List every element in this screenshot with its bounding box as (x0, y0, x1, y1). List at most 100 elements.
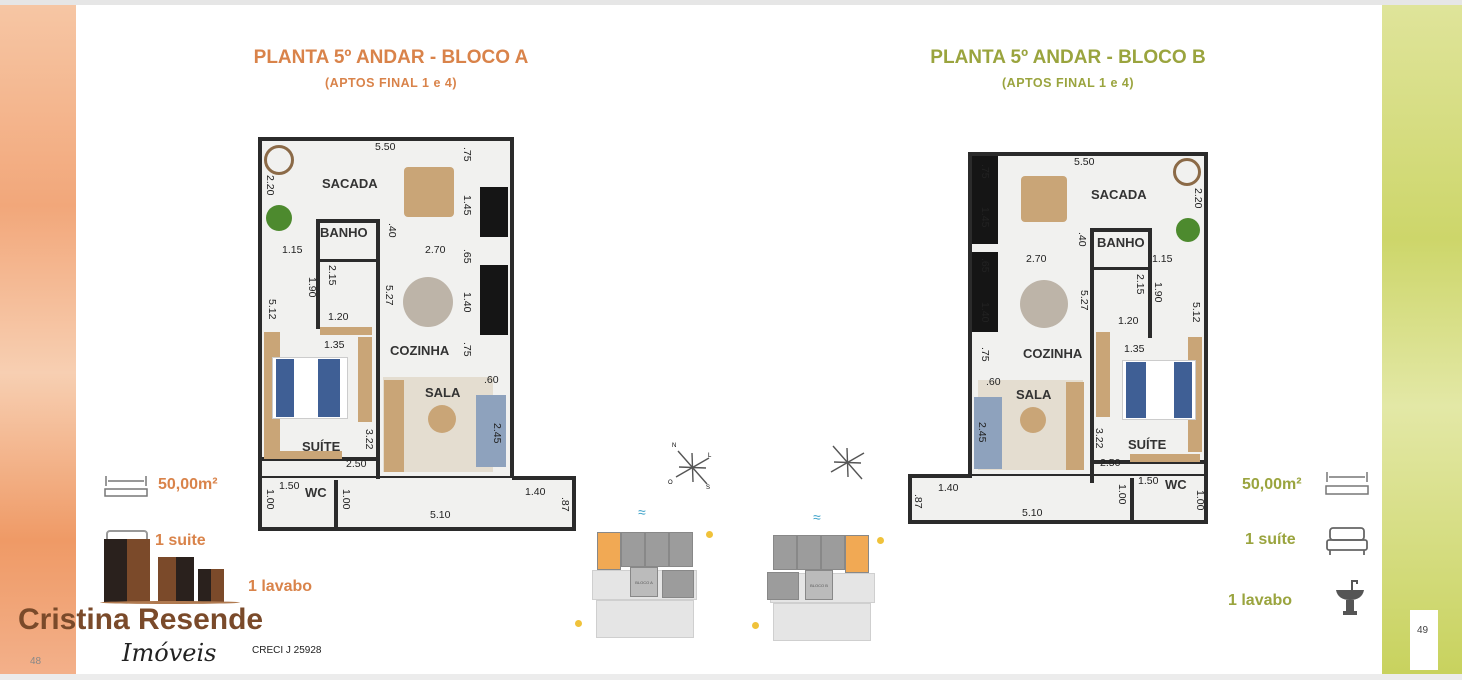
compass-n: N (672, 443, 677, 449)
dim: .40 (1076, 232, 1088, 247)
dim: .75 (979, 164, 991, 179)
dim: 2.20 (1192, 188, 1204, 209)
ruler-icon (1325, 470, 1369, 496)
compass-s: S (706, 485, 711, 491)
dim: .75 (461, 147, 473, 162)
compass-icon: N L O S (668, 443, 715, 491)
room-sala: SALA (1016, 387, 1052, 402)
logo-name: Cristina Resende (18, 603, 264, 636)
dim: 1.45 (461, 195, 473, 216)
room-wc: WC (1165, 477, 1187, 492)
dim: 1.45 (979, 207, 991, 228)
compass-o: O (668, 480, 673, 486)
dim: 5.27 (1078, 290, 1090, 311)
dim: 1.40 (938, 482, 959, 494)
sun-icon (877, 537, 884, 544)
room-wc: WC (305, 485, 327, 500)
logo-tagline: Imóveis (122, 639, 217, 667)
dim: 1.00 (340, 489, 352, 510)
dim: 2.50 (346, 458, 367, 470)
right-subtitle: (APTOS FINAL 1 e 4) (1002, 76, 1134, 90)
right-title: PLANTA 5º ANDAR - BLOCO B (930, 47, 1206, 68)
floor-plan-bloco-b: SACADA BANHO COZINHA SALA SUÍTE WC 5.50 … (908, 152, 1210, 524)
room-banho: BANHO (320, 225, 368, 240)
dim: 1.40 (979, 302, 991, 323)
suite-label: 1 suíte (1245, 531, 1296, 548)
bed-icon (1326, 526, 1368, 556)
dim: 1.90 (1152, 282, 1164, 303)
dim: .60 (986, 376, 1001, 388)
dim: .87 (912, 494, 924, 509)
compass-l: L (708, 453, 712, 459)
suite-label: 1 suite (155, 532, 206, 549)
dim: .40 (386, 223, 398, 238)
key-plan-bloco-b: BLOCO B (767, 535, 875, 641)
sea-waves-icon: ≈ (813, 509, 821, 525)
page-number-box: 49 (1410, 610, 1438, 670)
dim: 1.40 (525, 486, 546, 498)
lavabo-label: 1 lavabo (1228, 592, 1293, 609)
dim: .75 (979, 347, 991, 362)
key-plan-bloco-a: BLOCO A (592, 532, 697, 638)
dim: 1.50 (279, 480, 300, 492)
key-block-label: BLOCO A (630, 567, 658, 597)
dim: 1.00 (264, 489, 276, 510)
room-sacada: SACADA (1091, 187, 1147, 202)
area-label: 50,00m² (158, 476, 218, 493)
dim: 2.15 (326, 265, 338, 286)
ruler-icon (104, 474, 148, 498)
dim: 1.20 (1118, 315, 1139, 327)
area-label: 50,00m² (1242, 476, 1302, 493)
room-banho: BANHO (1097, 235, 1145, 250)
dim: 2.15 (1134, 274, 1146, 295)
dim: .65 (461, 249, 473, 264)
dim: 5.12 (1190, 302, 1202, 323)
dim: 5.12 (266, 299, 278, 320)
left-watercolor-strip (0, 5, 76, 674)
dim: 3.22 (1093, 428, 1105, 449)
room-suite: SUÍTE (302, 439, 341, 454)
dim: 5.10 (1022, 507, 1043, 519)
top-border (0, 0, 1462, 5)
logo-buildings (100, 535, 240, 607)
dim: 5.10 (430, 509, 451, 521)
dim: 1.90 (306, 277, 318, 298)
dim: .75 (461, 342, 473, 357)
left-subtitle: (APTOS FINAL 1 e 4) (325, 76, 457, 90)
dim: 1.40 (461, 292, 473, 313)
dim: 2.20 (264, 175, 276, 196)
dim: 5.50 (1074, 156, 1095, 168)
page-number: 49 (1417, 625, 1429, 636)
dim: 1.00 (1116, 484, 1128, 505)
sun-icon (575, 620, 582, 627)
dim: 1.35 (324, 339, 345, 351)
dim: 1.15 (282, 244, 303, 256)
compass-icon (825, 440, 870, 485)
lavabo-label: 1 lavabo (248, 578, 313, 595)
sink-icon (1334, 578, 1366, 616)
dim: 1.50 (1138, 475, 1159, 487)
dim: 2.70 (425, 244, 446, 256)
dim: 1.00 (1194, 490, 1206, 511)
dim: 1.35 (1124, 343, 1145, 355)
logo-creci: CRECI J 25928 (252, 645, 322, 656)
room-cozinha: COZINHA (1023, 346, 1083, 361)
dim: 1.15 (1152, 253, 1173, 265)
dim: 3.22 (363, 429, 375, 450)
dim: 5.27 (383, 285, 395, 306)
sun-icon (706, 531, 713, 538)
right-watercolor-strip (1382, 5, 1462, 674)
dim: 5.50 (375, 141, 396, 153)
room-suite: SUÍTE (1128, 437, 1167, 452)
dim: .87 (559, 497, 571, 512)
floor-plan-bloco-a: SACADA BANHO COZINHA SALA SUÍTE WC 5.50 … (258, 137, 578, 532)
dim: .60 (484, 374, 499, 386)
dim: 2.45 (491, 423, 503, 444)
room-cozinha: COZINHA (390, 343, 450, 358)
room-sacada: SACADA (322, 176, 378, 191)
key-block-label: BLOCO B (805, 570, 833, 600)
room-sala: SALA (425, 385, 461, 400)
page-number: 48 (30, 656, 42, 667)
left-title: PLANTA 5º ANDAR - BLOCO A (253, 47, 529, 68)
bottom-border (0, 674, 1462, 680)
